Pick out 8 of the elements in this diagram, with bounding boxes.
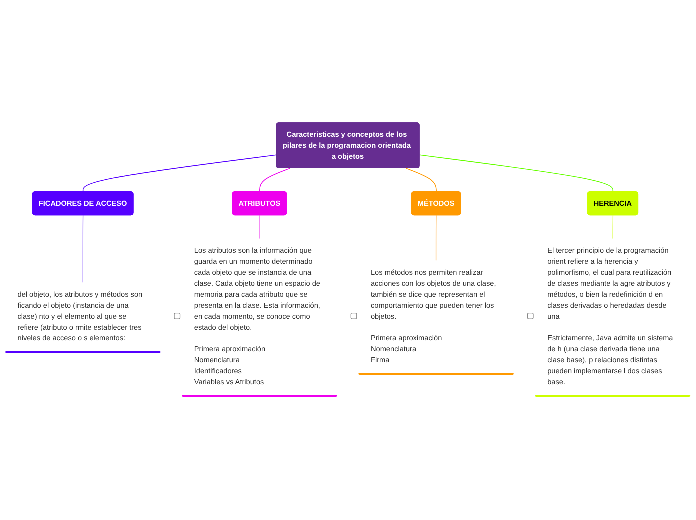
connector: [436, 215, 437, 262]
connector: [260, 168, 290, 192]
connector: [82, 154, 278, 192]
connector: [82, 215, 84, 284]
connector: [259, 215, 260, 240]
connector: [419, 154, 614, 192]
connector: [406, 168, 437, 192]
connector: [612, 215, 614, 240]
